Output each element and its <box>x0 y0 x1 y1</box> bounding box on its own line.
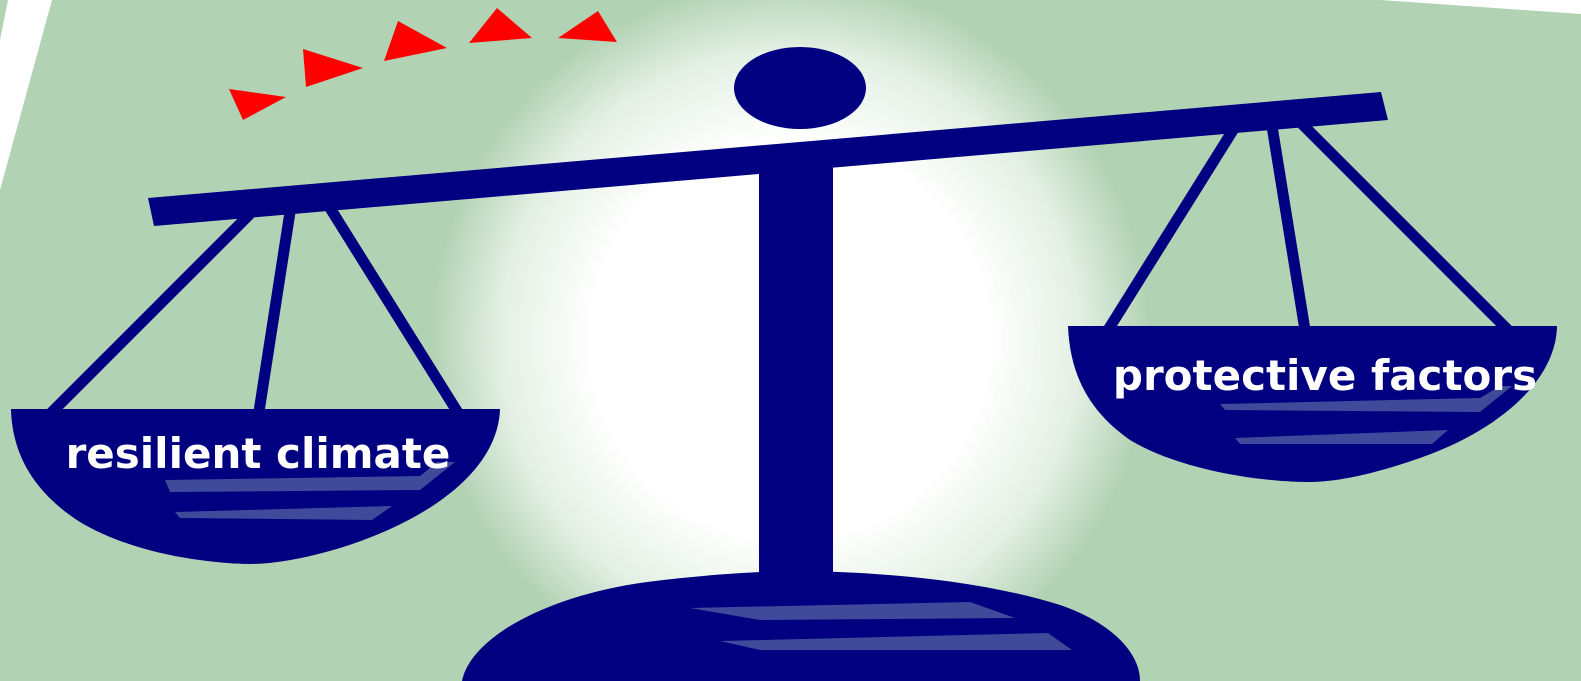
scale-pillar <box>759 160 833 574</box>
scale-knob <box>734 47 866 129</box>
left-pan-label: resilient climate <box>66 429 451 478</box>
right-pan-label: protective factors <box>1113 351 1537 400</box>
